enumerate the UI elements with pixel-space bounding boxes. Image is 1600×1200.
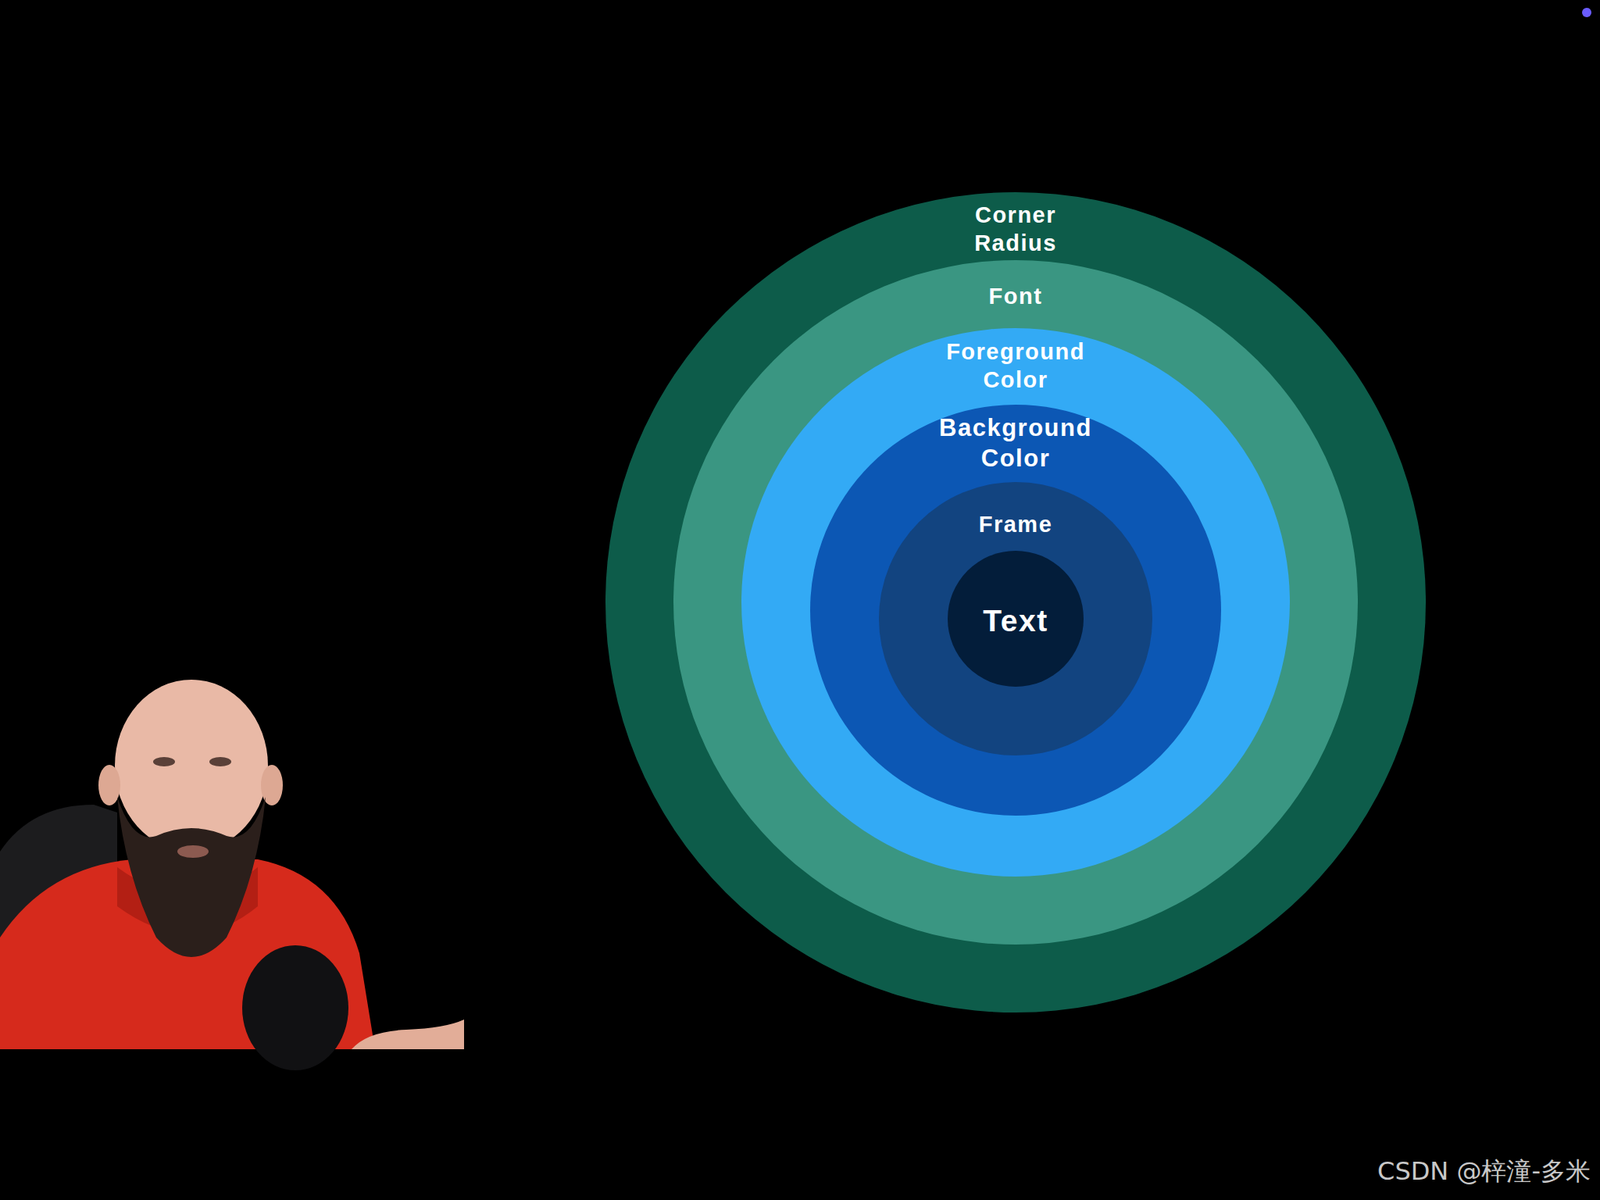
circle-fill <box>605 192 1426 1013</box>
circle-fill <box>947 550 1084 687</box>
ring-circle: Background ColorFrameText <box>810 404 1222 816</box>
ring-circle: FrameText <box>878 482 1153 756</box>
ring-label: Frame <box>937 510 1094 539</box>
presenter-figure <box>0 679 465 1071</box>
ring-label: Corner Radius <box>949 200 1083 258</box>
status-dot <box>1582 7 1592 18</box>
circle-fill <box>741 328 1290 877</box>
ring-label: Text <box>957 602 1075 641</box>
ring-circle: FontForeground ColorBackground ColorFram… <box>673 260 1358 945</box>
circle-fill <box>810 404 1222 816</box>
ring-circle: Foreground ColorBackground ColorFrameTex… <box>741 328 1290 877</box>
circle-fill <box>673 260 1358 945</box>
ring-label: Foreground Color <box>925 337 1106 395</box>
ring-label: Background Color <box>917 413 1114 475</box>
circle-fill <box>878 482 1153 756</box>
ring-circle: Corner RadiusFontForeground ColorBackgro… <box>605 192 1426 1013</box>
watermark: CSDN @梓潼-多米 <box>1377 1154 1591 1190</box>
ring-circle: Text <box>947 550 1084 687</box>
ring-label: Font <box>937 282 1094 311</box>
